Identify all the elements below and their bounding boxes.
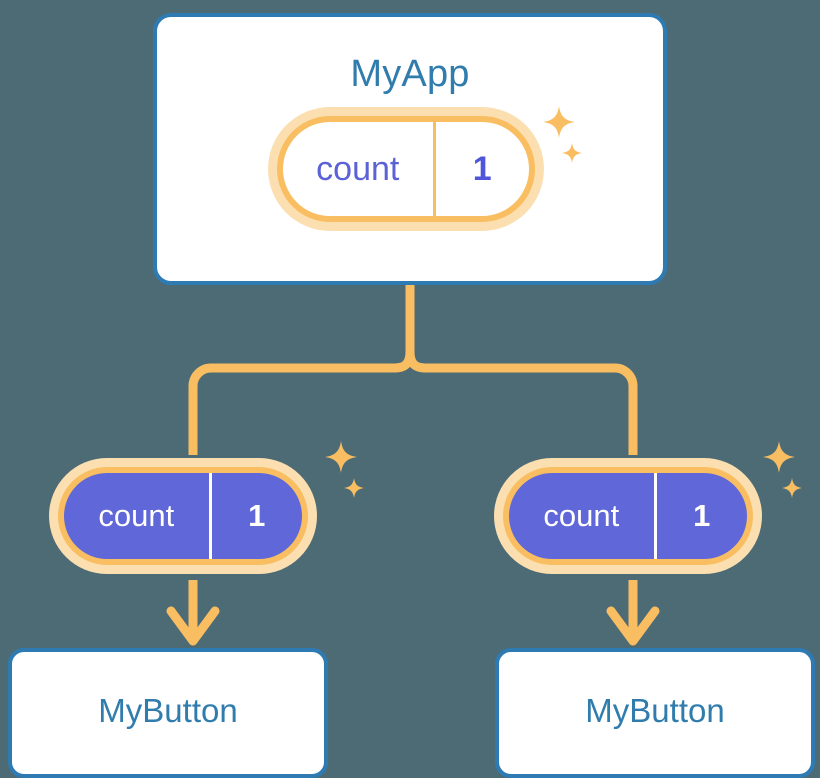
leaf-component-title: MyButton <box>585 692 725 729</box>
state-pill-child-right[interactable]: count 1 <box>494 458 762 574</box>
sparkle-icon <box>344 478 364 498</box>
state-pill-key: count <box>283 122 436 216</box>
state-pill-child-left[interactable]: count 1 <box>49 458 317 574</box>
arrow-head-left <box>166 606 220 646</box>
state-pill-root[interactable]: count 1 <box>268 107 544 231</box>
connector-branch-left <box>188 351 415 455</box>
state-pill-key: count <box>64 473 212 559</box>
state-pill-value: 1 <box>248 498 266 533</box>
state-pill-body: count 1 <box>58 467 308 565</box>
leaf-component-card-right[interactable]: MyButton <box>495 648 815 778</box>
leaf-component-card-left[interactable]: MyButton <box>8 648 328 778</box>
sparkle-icon <box>562 143 582 163</box>
state-pill-body: count 1 <box>277 116 535 222</box>
state-pill-value: 1 <box>693 498 711 533</box>
root-component-title: MyApp <box>350 53 470 95</box>
leaf-component-title: MyButton <box>98 692 238 729</box>
state-pill-value: 1 <box>472 149 492 188</box>
arrow-head-right <box>606 606 660 646</box>
state-pill-key: count <box>509 473 657 559</box>
sparkle-icon <box>543 106 575 138</box>
connector-branch-right <box>405 351 638 455</box>
sparkle-icon <box>325 441 357 473</box>
sparkle-icon <box>763 441 795 473</box>
state-pill-body: count 1 <box>503 467 753 565</box>
sparkle-icon <box>782 478 802 498</box>
